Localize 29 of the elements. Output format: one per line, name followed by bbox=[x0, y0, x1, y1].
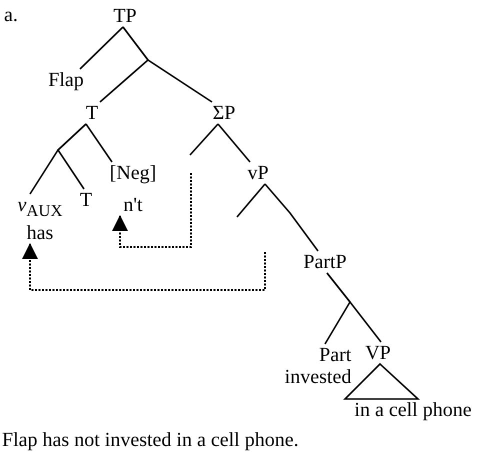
tree-label: vP bbox=[245, 162, 271, 184]
movement-arrow bbox=[22, 243, 266, 291]
triangle-branch bbox=[343, 362, 420, 400]
tree-branch bbox=[122, 26, 212, 103]
tree-branch bbox=[326, 272, 382, 342]
tree-label: in a cell phone bbox=[352, 399, 474, 421]
tree-label: TP bbox=[111, 5, 139, 27]
tree-branch bbox=[56, 123, 87, 190]
tree-label: VP bbox=[363, 342, 393, 364]
tree-label: ΣP bbox=[210, 102, 238, 124]
tree-branch bbox=[189, 123, 219, 156]
tree-branch bbox=[85, 124, 113, 162]
tree-branch bbox=[236, 183, 266, 218]
word-label: n't bbox=[122, 194, 144, 216]
tree-label: T bbox=[78, 189, 94, 211]
word-label: has bbox=[26, 222, 54, 244]
tree-label: [Neg] bbox=[110, 162, 156, 184]
movement-arrow bbox=[112, 173, 192, 248]
caption: Flap has not invested in a cell phone. bbox=[2, 429, 299, 451]
tree-label: Flap bbox=[46, 69, 86, 91]
tree-label: PartP bbox=[301, 251, 349, 273]
tree-label: v$_{AUX}$ bbox=[18, 194, 62, 222]
tree-label: T bbox=[84, 102, 100, 124]
tree-branch bbox=[217, 123, 251, 163]
word-label: invested bbox=[284, 366, 352, 388]
tree-branch bbox=[264, 183, 319, 252]
tree-label: Part bbox=[318, 344, 352, 366]
example-label: a. bbox=[4, 4, 18, 26]
tree-branch bbox=[79, 26, 124, 70]
